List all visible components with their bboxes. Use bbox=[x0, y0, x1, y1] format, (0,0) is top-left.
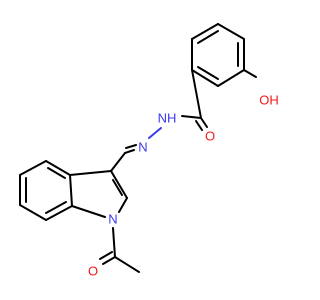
bond-c-oh bbox=[243, 69, 257, 78]
amide-group: O NH bbox=[158, 69, 215, 144]
bond-carbonyl-o-1 bbox=[102, 256, 116, 265]
bond bbox=[191, 23, 219, 40]
bond-carbonyl-o-2 bbox=[195, 120, 203, 131]
bond bbox=[45, 205, 73, 221]
amide-oxygen-label: O bbox=[205, 129, 215, 144]
bond-n-carbonyl bbox=[112, 227, 116, 258]
bond-carbonyl-methyl bbox=[114, 256, 140, 273]
bond-ch-n-1 bbox=[124, 149, 135, 154]
hydrazone-n-label: N bbox=[138, 140, 147, 155]
bond-inner bbox=[197, 30, 219, 44]
bond-inner bbox=[47, 167, 66, 179]
bond bbox=[191, 69, 219, 87]
bond-carbonyl-o-1 bbox=[200, 117, 208, 128]
bond-ring-carbonyl bbox=[191, 69, 202, 119]
bond bbox=[69, 174, 73, 207]
bond bbox=[217, 69, 245, 87]
hydrazone-linker: N bbox=[110, 127, 162, 172]
bond bbox=[19, 204, 47, 221]
bond-nh-n bbox=[148, 127, 162, 139]
bond bbox=[118, 197, 128, 213]
bond-ch-n-2 bbox=[125, 144, 137, 149]
hydroxyl-label: OH bbox=[259, 93, 279, 108]
molecule-structure-diagram: OH O NH N N O bbox=[19, 23, 279, 279]
bond bbox=[45, 160, 71, 176]
indole-n-label: N bbox=[108, 212, 117, 227]
bond bbox=[71, 205, 106, 218]
bond bbox=[217, 23, 245, 40]
bond-inner bbox=[45, 201, 67, 214]
indole-ring-system: N bbox=[19, 160, 128, 227]
bond-ch-indole bbox=[110, 152, 126, 172]
bond bbox=[69, 170, 112, 176]
bond bbox=[19, 160, 47, 176]
bond-inner bbox=[112, 179, 123, 196]
bond-carbonyl-o-2 bbox=[99, 251, 113, 260]
acetyl-oxygen-label: O bbox=[88, 264, 98, 279]
hydroxyl-group: OH bbox=[243, 69, 279, 108]
amide-nh-label: NH bbox=[158, 111, 177, 126]
bond bbox=[110, 170, 128, 199]
benzene-ring-salicyl bbox=[191, 23, 245, 87]
acetyl-group: O bbox=[88, 227, 140, 279]
bond-carbonyl-nh bbox=[181, 115, 202, 119]
bond-inner bbox=[197, 66, 219, 80]
